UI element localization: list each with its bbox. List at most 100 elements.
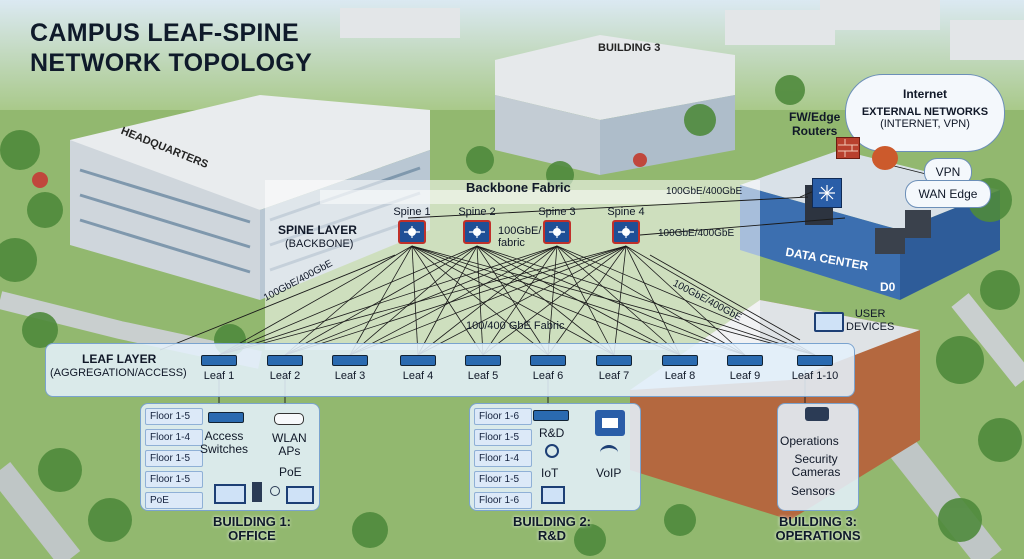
floor-item: Floor 1-4 <box>474 450 532 467</box>
title-line-1: CAMPUS LEAF-SPINE <box>30 19 300 47</box>
leaf-node-10[interactable]: Leaf 1-10 <box>787 355 843 382</box>
spine-leaf-link <box>349 245 627 356</box>
spine-switch-icon <box>612 220 640 244</box>
user-devices-line-1: USER <box>854 308 886 320</box>
wan-edge-label: WAN Edge <box>918 187 978 201</box>
spine-node-2[interactable]: Spine 2 <box>453 206 501 244</box>
floor-item: Floor 1-5 <box>145 471 203 488</box>
leaf-node-label: Leaf 1 <box>203 370 235 382</box>
laptop-icon <box>214 484 246 504</box>
spine-node-4[interactable]: Spine 4 <box>602 206 650 244</box>
fabric-note-line-1: 100GbE/ <box>498 225 542 237</box>
leaf-switch-icon <box>400 355 436 366</box>
leaf-switch-icon <box>465 355 501 366</box>
fabric-note-line-2: fabric <box>498 237 525 249</box>
operations-label: Operations <box>780 434 839 448</box>
wlan-line-2: APs <box>278 444 301 458</box>
fw-line-2: Routers <box>791 124 838 138</box>
spine-leaf-link <box>349 245 558 356</box>
leaf-node-2[interactable]: Leaf 2 <box>257 355 313 382</box>
building-3-panel <box>777 403 859 511</box>
backbone-link-label: 100GbE/400GbE <box>666 186 743 197</box>
leaf-node-label: Leaf 7 <box>598 370 630 382</box>
spine-leaf-link <box>411 245 419 356</box>
spine-leaf-link <box>476 245 484 356</box>
spine-right-link-label: 100GbE/400GbE <box>658 228 735 239</box>
building-3 <box>495 35 735 175</box>
floor-item: Floor 1-4 <box>145 429 203 446</box>
spine-leaf-link <box>547 245 627 356</box>
leaf-switch-icon <box>662 355 698 366</box>
user-devices-label: USER DEVICES <box>846 308 894 334</box>
leaf-node-label: Leaf 5 <box>467 370 499 382</box>
fw-edge-routers-label: FW/Edge Routers <box>789 110 840 138</box>
spine-leaf-link <box>625 245 816 356</box>
spine-switch-icon <box>463 220 491 244</box>
building-3-line-1: BUILDING 3: <box>779 514 857 529</box>
spine-leaf-link <box>556 245 615 356</box>
page-title: CAMPUS LEAF-SPINE NETWORK TOPOLOGY <box>30 18 312 78</box>
leaf-node-label: Leaf 9 <box>729 370 761 382</box>
fw-line-1: FW/Edge <box>789 110 841 124</box>
external-networks-sublabel: (INTERNET, VPN) <box>880 118 970 130</box>
voip-label: VoIP <box>596 466 622 480</box>
wlan-ap-icon <box>274 413 304 425</box>
building-2-line-1: BUILDING 2: <box>513 514 591 529</box>
monitor-icon <box>541 486 565 504</box>
leaf-node-label: Leaf 4 <box>402 370 434 382</box>
vpn-label: VPN <box>935 165 961 179</box>
floor-item: Floor 1-5 <box>145 408 203 425</box>
spine-leaf-link <box>218 245 627 356</box>
spine-leaf-link <box>411 245 816 356</box>
leaf-node-3[interactable]: Leaf 3 <box>322 355 378 382</box>
leaf-node-7[interactable]: Leaf 7 <box>586 355 642 382</box>
leaf-node-label: Leaf 8 <box>664 370 696 382</box>
access-line-2: Switches <box>200 442 249 456</box>
leaf-node-4[interactable]: Leaf 4 <box>390 355 446 382</box>
user-devices-line-2: DEVICES <box>846 321 895 333</box>
building-1-line-1: BUILDING 1: <box>213 514 291 529</box>
leaf-node-1[interactable]: Leaf 1 <box>191 355 247 382</box>
floor-item: Floor 1-6 <box>474 492 532 509</box>
access-switches-label: Access Switches <box>200 430 248 456</box>
spine-leaf-link <box>547 245 558 356</box>
voip-phone-icon <box>595 410 625 436</box>
building-1-label: BUILDING 1: OFFICE <box>200 515 304 543</box>
spine-node-1[interactable]: Spine 1 <box>388 206 436 244</box>
spine-node-label: Spine 3 <box>538 206 576 218</box>
spine-switch-icon <box>398 220 426 244</box>
laptop-icon <box>814 312 844 332</box>
wlan-line-1: WLAN <box>272 431 307 445</box>
floor-item: Floor 1-5 <box>474 471 532 488</box>
floor-item: Floor 1-5 <box>145 450 203 467</box>
spine-leaf-link <box>218 245 558 356</box>
building-2-label: BUILDING 2: R&D <box>500 515 604 543</box>
leaf-switch-icon <box>267 355 303 366</box>
fabric-label: 100/400 GbE Fabric <box>466 320 565 332</box>
title-line-2: NETWORK TOPOLOGY <box>30 49 313 77</box>
leaf-switch-icon <box>797 355 833 366</box>
leaf-switch-icon <box>201 355 237 366</box>
iot-icon <box>545 444 559 458</box>
leaf-node-8[interactable]: Leaf 8 <box>652 355 708 382</box>
spine-node-label: Spine 1 <box>393 206 431 218</box>
leaf-node-9[interactable]: Leaf 9 <box>717 355 773 382</box>
external-networks-cloud: Internet EXTERNAL NETWORKS (INTERNET, VP… <box>845 74 1005 152</box>
wlan-aps-label: WLAN APs <box>272 432 307 458</box>
spine-leaf-link <box>349 245 478 356</box>
spine-leaf-link <box>556 245 746 356</box>
spine-leaf-link <box>417 245 478 356</box>
building-2-line-2: R&D <box>537 528 567 543</box>
leaf-node-label: Leaf 3 <box>334 370 366 382</box>
building-1-line-2: OFFICE <box>228 528 276 543</box>
leaf-node-6[interactable]: Leaf 6 <box>520 355 576 382</box>
spine-node-label: Spine 2 <box>458 206 496 218</box>
leaf-layer-panel <box>45 343 855 397</box>
spine-node-3[interactable]: Spine 3 <box>533 206 581 244</box>
backbone-fabric-label: Backbone Fabric <box>466 180 571 195</box>
spine-leaf-link <box>556 245 681 356</box>
floor-item: Floor 1-5 <box>474 429 532 446</box>
leaf-node-5[interactable]: Leaf 5 <box>455 355 511 382</box>
